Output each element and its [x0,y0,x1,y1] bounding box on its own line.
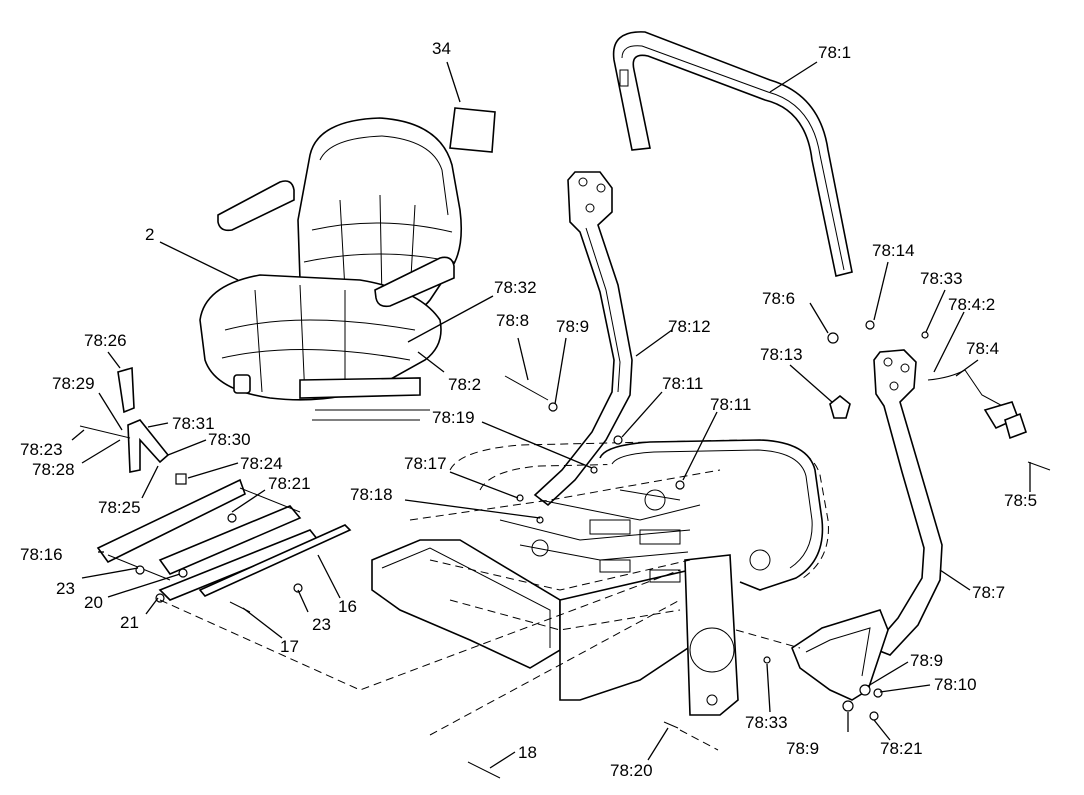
callout-78-33-bottom: 78:33 [745,713,788,732]
callout-78-4: 78:4 [966,339,999,358]
callout-78-16: 78:16 [20,545,63,564]
callout-16: 16 [338,597,357,616]
callout-78-11-left: 78:11 [662,374,703,393]
callout-78-26: 78:26 [84,331,127,350]
callout-labels: 34 78:1 2 78:32 78:8 78:9 78:12 78:26 78… [20,39,1037,780]
callout-78-14: 78:14 [872,241,915,260]
callout-78-9-right: 78:9 [910,651,943,670]
callout-78-21-left: 78:21 [268,474,311,493]
callout-78-20: 78:20 [610,761,653,780]
callout-78-6: 78:6 [762,289,795,308]
callout-78-23: 78:23 [20,440,63,459]
callout-78-9-bottom: 78:9 [786,739,819,758]
decal [449,107,496,153]
callout-34: 34 [432,39,451,58]
leader-lines [71,61,1031,769]
bolts [135,375,685,779]
callout-23-right: 23 [312,615,331,634]
callout-78-17: 78:17 [404,454,447,473]
callout-78-5: 78:5 [1004,491,1037,510]
callout-78-18: 78:18 [350,485,393,504]
callout-78-4-2: 78:4:2 [948,295,995,314]
callout-78-8: 78:8 [496,311,529,330]
right-roll-bar-upright [791,349,943,701]
callout-18: 18 [518,743,537,762]
callout-23-left: 23 [56,579,75,598]
main-frame [371,439,829,716]
callout-78-13: 78:13 [760,345,803,364]
callout-78-2: 78:2 [448,375,481,394]
callout-78-24: 78:24 [240,454,283,473]
roll-bar-upper-hoop [612,31,853,277]
callout-78-10: 78:10 [934,675,977,694]
callout-78-21-right: 78:21 [880,739,923,758]
callout-78-25: 78:25 [98,498,141,517]
callout-78-9-top: 78:9 [556,317,589,336]
callout-20: 20 [84,593,103,612]
callout-78-12: 78:12 [668,317,711,336]
seat-mount-plate [96,478,352,601]
callout-78-29: 78:29 [52,374,95,393]
callout-21: 21 [120,613,139,632]
alignment-lines [159,569,801,751]
left-roll-bar-upright [533,171,633,507]
callout-78-31: 78:31 [172,414,215,433]
callout-17: 17 [280,637,299,656]
callout-78-33-top: 78:33 [920,269,963,288]
callout-78-7: 78:7 [972,583,1005,602]
callout-78-11-right: 78:11 [710,395,751,414]
callout-78-1: 78:1 [818,43,851,62]
callout-2: 2 [145,225,154,244]
seat-latch-linkage [79,366,187,485]
callout-78-28: 78:28 [32,460,75,479]
right-side-hardware [663,320,1051,729]
callout-78-32: 78:32 [494,278,537,297]
callout-78-19: 78:19 [432,408,475,427]
seat-assembly [199,117,463,421]
callout-78-30: 78:30 [208,430,251,449]
